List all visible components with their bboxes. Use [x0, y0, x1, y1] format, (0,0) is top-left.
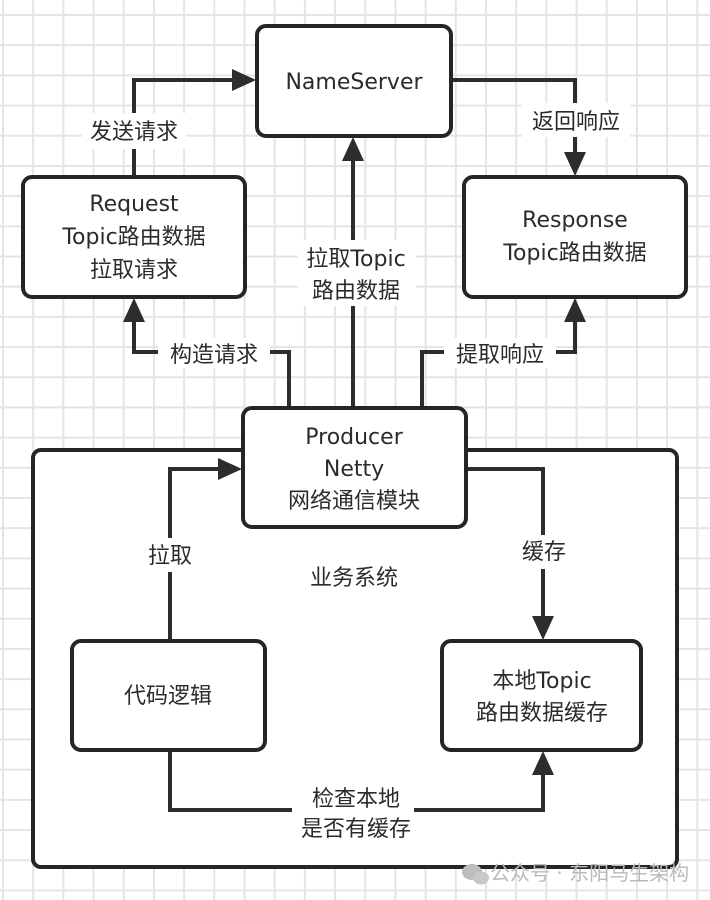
node-label-line: 路由数据缓存: [476, 701, 608, 726]
node-label-line: Producer: [305, 425, 403, 450]
svg-text:缓存: 缓存: [522, 540, 566, 565]
node-label-line: Topic路由数据: [502, 241, 646, 266]
arrowhead: [218, 458, 242, 480]
svg-text:拉取Topic: 拉取Topic: [306, 247, 405, 272]
business-system-label: 业务系统: [310, 566, 398, 591]
arrowhead: [532, 751, 554, 775]
svg-text:构造请求: 构造请求: [170, 343, 258, 368]
node-label-line: 网络通信模块: [288, 489, 420, 514]
node-label: NameServer: [285, 70, 423, 95]
node-label-line: 拉取请求: [90, 258, 178, 283]
edge-label-build-request: 构造请求: [158, 338, 270, 368]
node-label: 代码逻辑: [124, 684, 212, 709]
node-nameserver: NameServer: [255, 24, 453, 138]
edge-label-pull: 拉取: [140, 538, 200, 572]
node-label-line: 本地Topic: [492, 669, 591, 694]
node-code-logic: 代码逻辑: [70, 639, 267, 752]
node-request: Request Topic路由数据 拉取请求: [21, 175, 247, 299]
node-response: Response Topic路由数据: [462, 175, 688, 299]
node-label-line: Netty: [324, 457, 384, 482]
svg-text:发送请求: 发送请求: [90, 120, 178, 145]
node-producer: Producer Netty 网络通信模块: [241, 406, 468, 529]
node-label-line: Request: [89, 192, 179, 217]
svg-text:返回响应: 返回响应: [532, 110, 620, 135]
edge-label-cache: 缓存: [513, 535, 573, 569]
edge-label-check-local: 检查本地 是否有缓存: [292, 783, 414, 842]
edge-label-send-request: 发送请求: [82, 113, 186, 149]
edge-cache: [466, 467, 554, 640]
arrowhead: [532, 616, 554, 640]
arrowhead: [123, 298, 145, 322]
edge-pull: [168, 458, 242, 641]
node-label-line: Topic路由数据: [61, 225, 205, 250]
wechat-icon: [462, 864, 489, 885]
watermark-text: 公众号 · 东阳马生架构: [490, 861, 689, 885]
node-local-cache: 本地Topic 路由数据缓存: [440, 639, 643, 752]
node-label-line: Response: [522, 208, 628, 233]
svg-text:是否有缓存: 是否有缓存: [301, 817, 411, 842]
arrowhead: [342, 137, 364, 161]
svg-text:路由数据: 路由数据: [312, 279, 400, 304]
arrowhead: [232, 69, 256, 91]
watermark: 公众号 · 东阳马生架构: [462, 861, 689, 885]
edge-label-pull-route-data: 拉取Topic 路由数据: [298, 240, 416, 306]
svg-text:拉取: 拉取: [148, 544, 192, 569]
edge-label-return-response: 返回响应: [522, 103, 630, 137]
svg-text:提取响应: 提取响应: [456, 343, 544, 368]
arrowhead: [564, 152, 586, 176]
edge-label-extract-response: 提取响应: [444, 338, 556, 368]
svg-text:检查本地: 检查本地: [312, 787, 400, 812]
arrowhead: [564, 298, 586, 322]
